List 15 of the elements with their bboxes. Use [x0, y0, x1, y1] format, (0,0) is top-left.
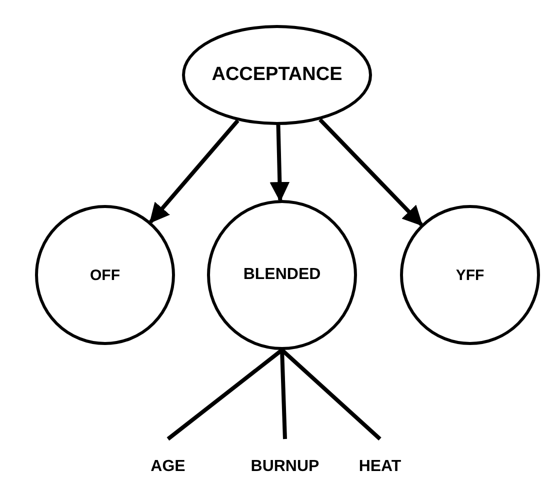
leaf-label: BURNUP [235, 455, 335, 479]
node-label: OFF [90, 266, 120, 284]
ellipse-node [182, 25, 372, 125]
arrow [318, 118, 423, 226]
node-label: BLENDED [243, 266, 321, 284]
leaf-label: HEAT [345, 455, 415, 479]
ellipse-node [400, 205, 540, 345]
ellipse-node [207, 200, 357, 350]
arrow [149, 119, 240, 224]
node-label: YFF [456, 266, 484, 284]
leaf-label: AGE [133, 455, 203, 479]
arrow [270, 124, 290, 202]
node-label: ACCEPTANCE [212, 64, 342, 86]
connector-line [280, 350, 287, 440]
ellipse-node [35, 205, 175, 345]
